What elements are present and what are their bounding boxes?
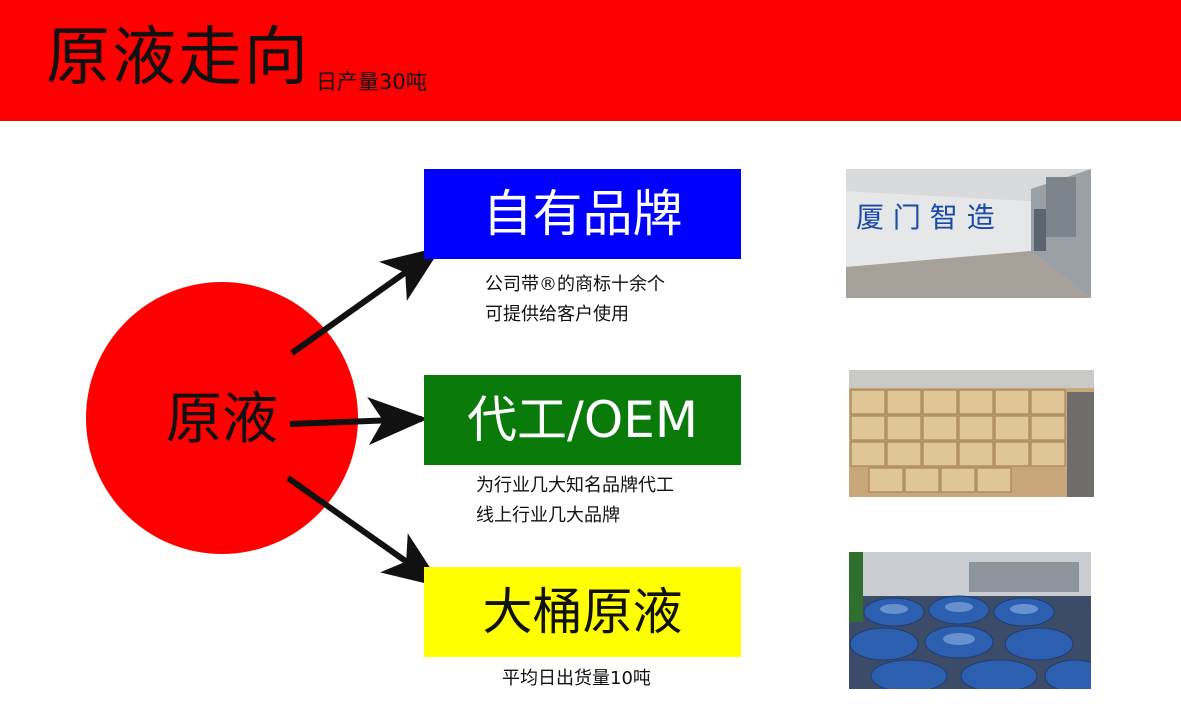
desc-line: 线上行业几大品牌: [476, 505, 620, 526]
desc-line: 公司带®的商标十余个: [485, 274, 665, 295]
arrow-to-brand: [290, 246, 442, 356]
desc-line: 平均日出货量10吨: [502, 668, 651, 689]
branch-box-bulk: 大桶原液: [424, 567, 741, 657]
desc-line: 可提供给客户使用: [485, 304, 629, 325]
branch-desc-oem: 为行业几大知名品牌代工 线上行业几大品牌: [476, 471, 674, 531]
source-circle: 原液: [86, 282, 358, 554]
branch-box-oem: 代工/OEM: [424, 375, 741, 465]
source-label: 原液: [166, 387, 278, 452]
office-wall-text: 厦 门 智 造: [856, 201, 995, 234]
branch-desc-bulk: 平均日出货量10吨: [502, 664, 651, 694]
cartons-photo: [849, 370, 1094, 497]
office-photo: 厦 门 智 造: [846, 169, 1091, 298]
page-title: 原液走向: [46, 21, 310, 95]
page-subtitle: 日产量30吨: [316, 70, 427, 94]
arrow-to-bulk: [286, 475, 443, 588]
desc-line: 为行业几大知名品牌代工: [476, 475, 674, 496]
arrow-to-oem: [289, 397, 428, 446]
header-banner: 原液走向 日产量30吨: [0, 0, 1181, 121]
drums-photo: [849, 552, 1091, 689]
branch-box-own-brand: 自有品牌: [424, 169, 741, 259]
branch-desc-own-brand: 公司带®的商标十余个 可提供给客户使用: [485, 270, 665, 330]
